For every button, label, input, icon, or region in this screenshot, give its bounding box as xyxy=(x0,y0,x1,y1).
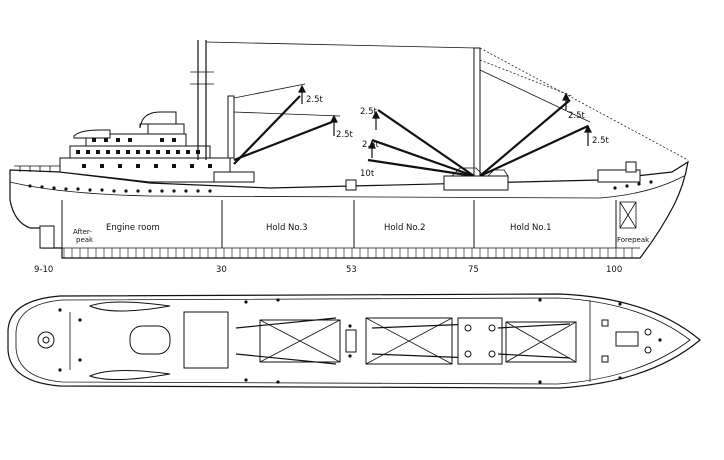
hull-outline xyxy=(9,160,689,259)
superstructure xyxy=(14,111,231,183)
ship-profile: 2.5t 2.5t 2.5t 2.3t 10t 2.5t 2.5t After-… xyxy=(9,40,689,275)
rudder xyxy=(39,225,55,249)
aft-deck-features xyxy=(37,301,229,381)
label-afterpeak-line2: peak xyxy=(76,236,94,244)
bollards xyxy=(244,298,622,384)
rigging xyxy=(205,41,689,161)
forepeak-hatch-cross xyxy=(619,201,637,229)
label-heavy-derrick: 10t xyxy=(360,169,375,179)
label-fwd-upper-derrick: 2.5t xyxy=(568,111,586,121)
label-hold-1: Hold No.1 xyxy=(510,223,552,233)
label-hold-3: Hold No.3 xyxy=(266,223,308,233)
frame-number: 30 xyxy=(216,265,227,275)
load-arrows xyxy=(298,84,592,158)
frame-number: 75 xyxy=(468,265,479,275)
hatch-no3-plan xyxy=(235,317,341,365)
hatch-no2-plan xyxy=(365,317,475,365)
lifeboat-port xyxy=(88,301,171,312)
label-engine-room: Engine room xyxy=(106,223,160,233)
portholes xyxy=(28,180,653,193)
label-fwd-lower-derrick: 2.5t xyxy=(592,136,610,146)
forecastle-equipment xyxy=(589,300,662,382)
deck-plan-outline xyxy=(7,293,701,389)
label-aft-upper-derrick: 2.5t xyxy=(306,95,324,105)
label-aft-lower-derrick: 2.5t xyxy=(336,130,354,140)
label-hold-2: Hold No.2 xyxy=(384,223,426,233)
label-mid-middle-derrick: 2.3t xyxy=(362,140,380,150)
bulkheads xyxy=(61,200,617,248)
hatch-coamings xyxy=(213,161,641,191)
masts xyxy=(190,40,481,191)
lifeboat-starboard xyxy=(88,369,171,381)
label-forepeak: Forepeak xyxy=(617,236,650,244)
frame-number: 100 xyxy=(606,265,622,275)
hatch-no1-plan xyxy=(497,321,577,363)
label-afterpeak-line1: After- xyxy=(73,228,92,236)
label-mid-upper-derrick: 2.5t xyxy=(360,107,378,117)
frame-number: 53 xyxy=(346,265,357,275)
double-bottom-hatching xyxy=(63,248,633,258)
frame-number: 9-10 xyxy=(34,265,53,275)
ship-plan xyxy=(7,293,701,389)
derrick-booms xyxy=(233,95,589,178)
